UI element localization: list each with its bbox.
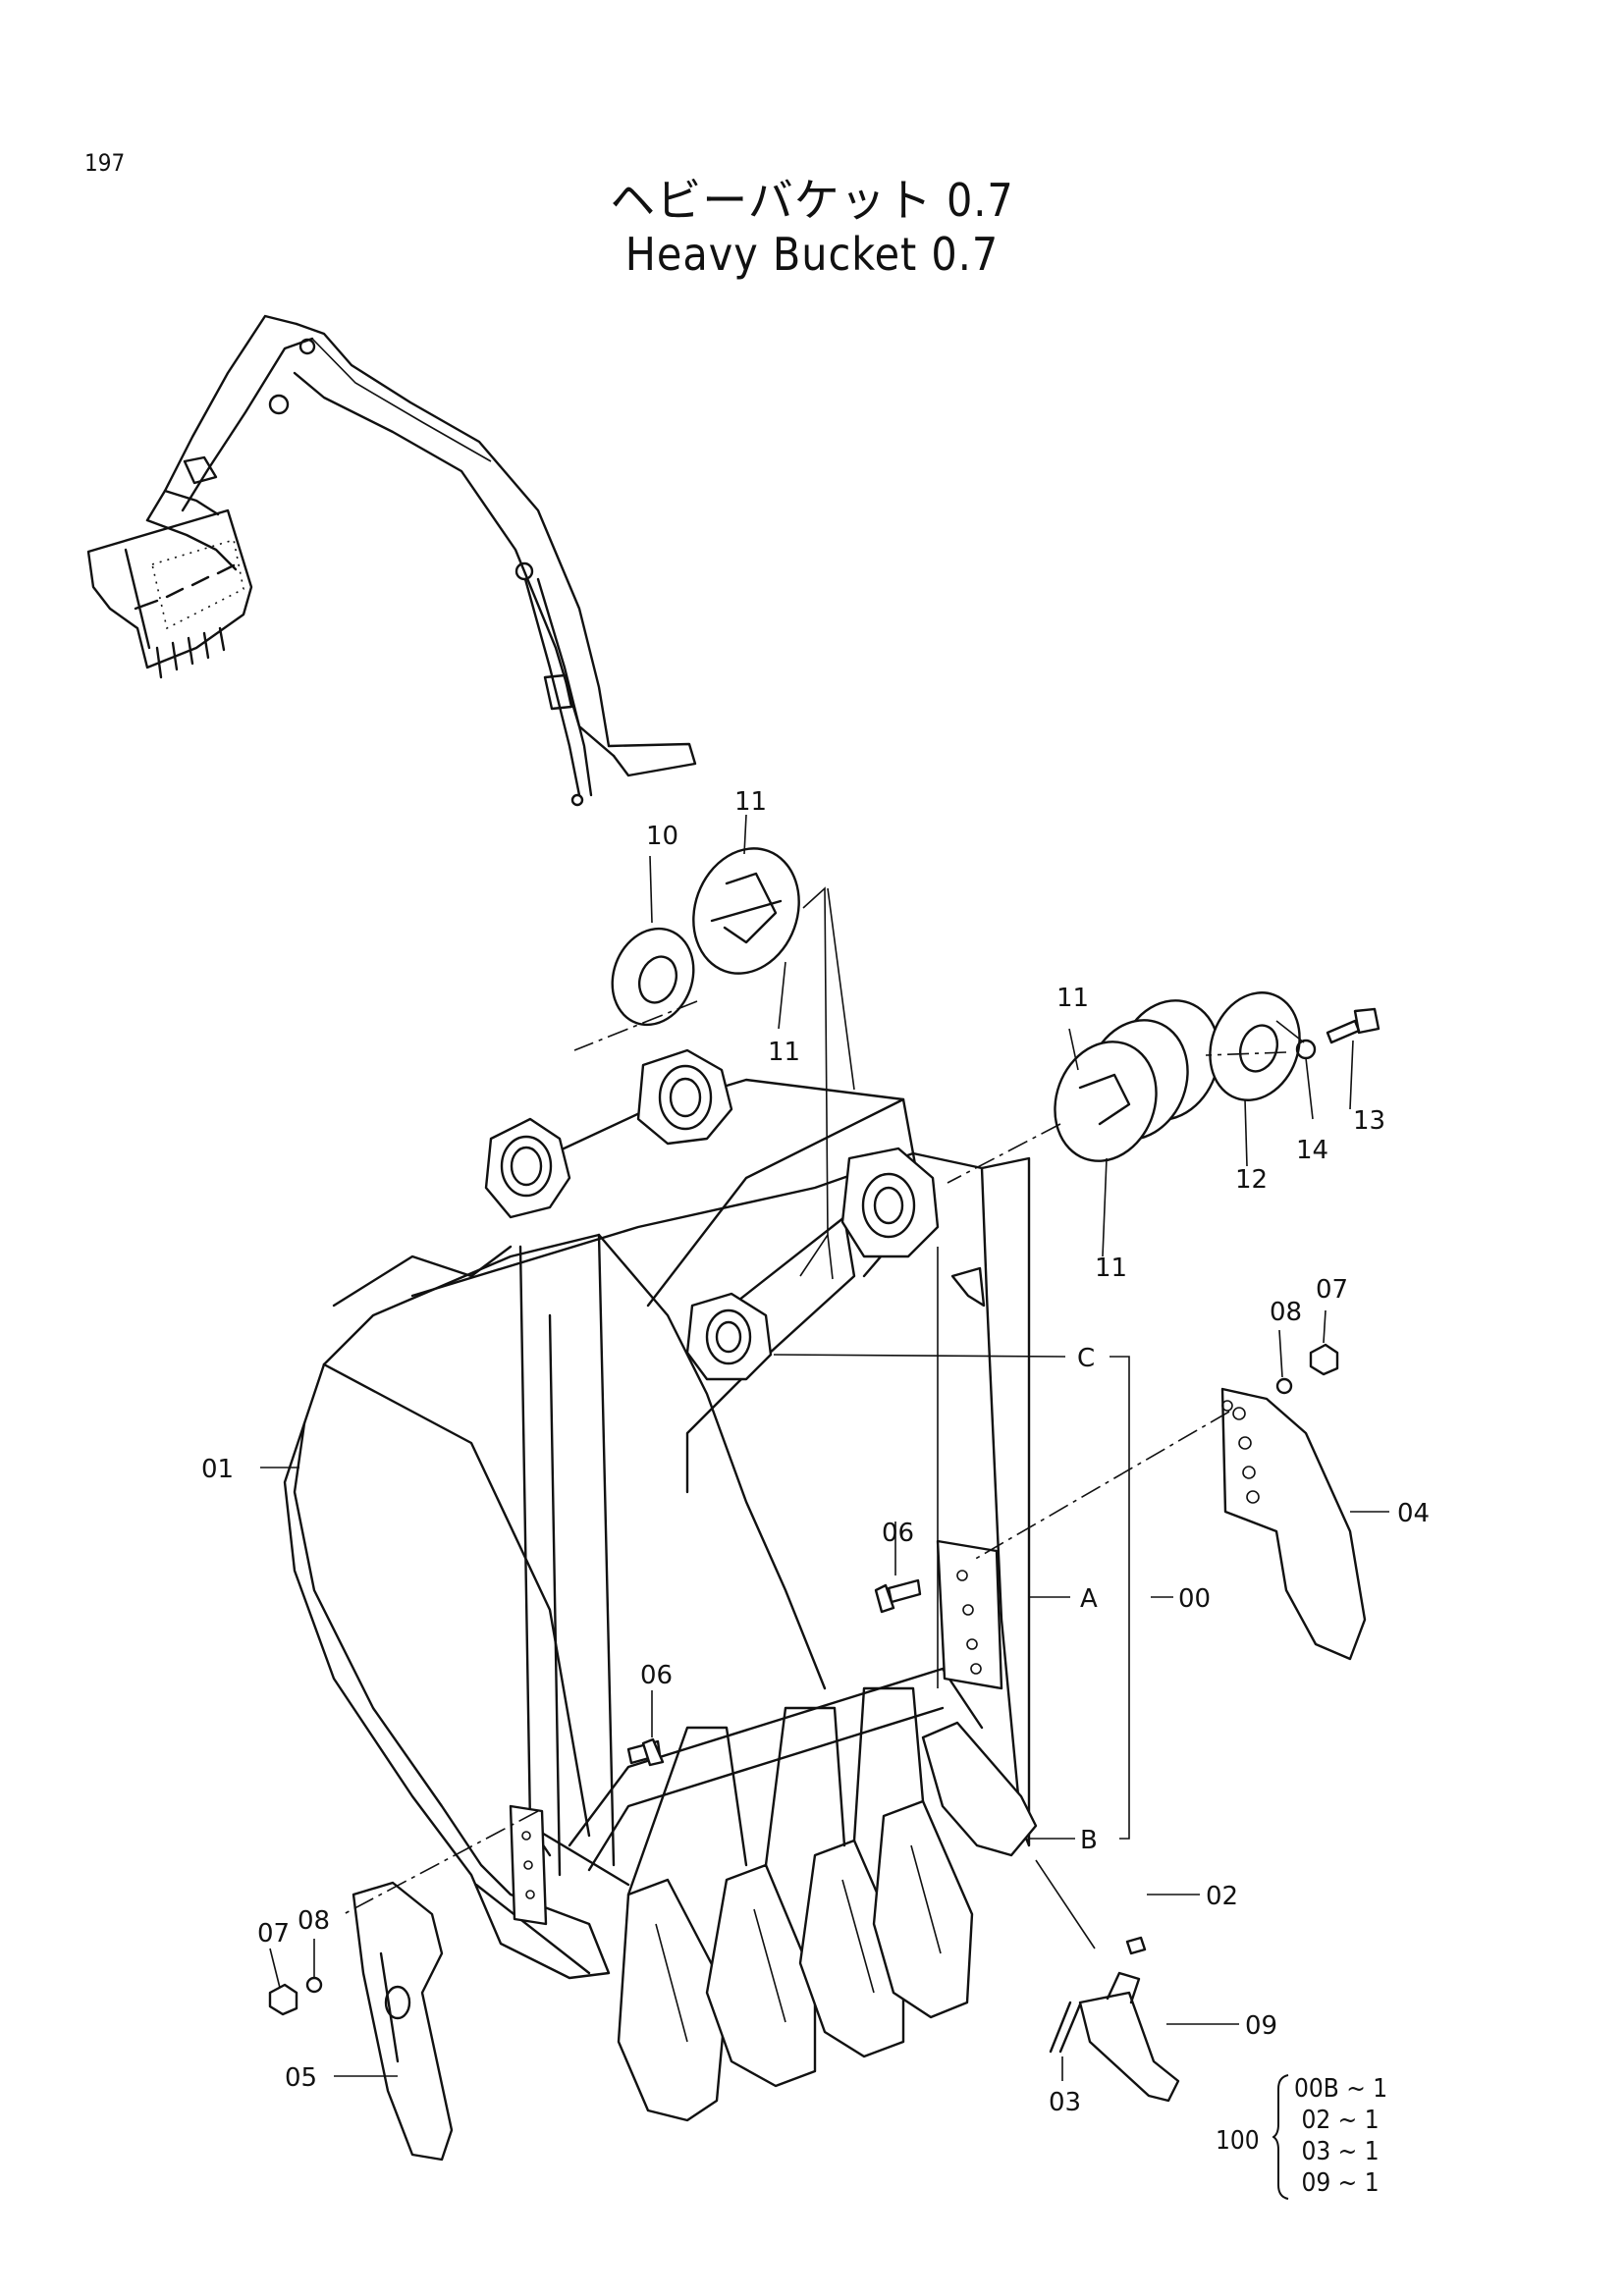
side-cutters-and-fasteners <box>268 1343 1367 2162</box>
label-ref-a: A <box>1080 1584 1098 1614</box>
brace-icon <box>1272 2074 1289 2200</box>
label-part-08-right: 08 <box>1270 1298 1302 1327</box>
label-part-00: 00 <box>1178 1584 1211 1614</box>
label-part-03: 03 <box>1049 2088 1081 2117</box>
label-part-06-left: 06 <box>640 1661 673 1690</box>
label-part-08-left: 08 <box>298 1906 330 1936</box>
label-part-07-right: 07 <box>1316 1275 1348 1305</box>
label-part-11-lower: 11 <box>768 1038 800 1067</box>
label-part-01: 01 <box>201 1455 234 1484</box>
title-english: Heavy Bucket 0.7 <box>624 228 1000 281</box>
label-part-14: 14 <box>1296 1136 1328 1165</box>
label-part-11-right: 11 <box>1056 984 1089 1013</box>
label-part-06-right: 06 <box>882 1519 914 1548</box>
excavator-illustration <box>86 314 697 807</box>
leader-lines <box>260 814 1389 2081</box>
label-part-02: 02 <box>1206 1882 1238 1911</box>
kit-quantity-label: 100 <box>1216 2126 1260 2156</box>
label-part-09: 09 <box>1245 2011 1277 2041</box>
label-part-11-bottom: 11 <box>1095 1254 1127 1283</box>
kit-item: 09 ~ 1 <box>1301 2168 1380 2198</box>
label-part-05: 05 <box>285 2063 317 2093</box>
shims-and-washers <box>611 847 1380 1162</box>
label-part-07-left: 07 <box>257 1919 290 1949</box>
page-number: 197 <box>84 149 126 177</box>
label-part-13: 13 <box>1353 1106 1385 1136</box>
part-labels: 10 11 11 11 11 12 14 13 08 07 C 01 04 06… <box>201 787 1430 2117</box>
label-part-10: 10 <box>646 822 678 851</box>
label-part-12: 12 <box>1235 1165 1268 1195</box>
label-part-04: 04 <box>1397 1499 1430 1528</box>
label-part-11-top: 11 <box>734 787 767 817</box>
kit-item: 00B ~ 1 <box>1294 2074 1388 2104</box>
kit-item: 03 ~ 1 <box>1301 2137 1380 2166</box>
label-ref-b: B <box>1080 1826 1098 1855</box>
kit-item: 02 ~ 1 <box>1301 2106 1380 2135</box>
bucket-body <box>283 1048 1038 2122</box>
label-ref-c: C <box>1077 1344 1095 1373</box>
kit-item-list: 00B ~ 1 02 ~ 1 03 ~ 1 09 ~ 1 <box>1294 2073 1387 2199</box>
title-japanese: ヘビーバケット 0.7 <box>610 174 1014 227</box>
